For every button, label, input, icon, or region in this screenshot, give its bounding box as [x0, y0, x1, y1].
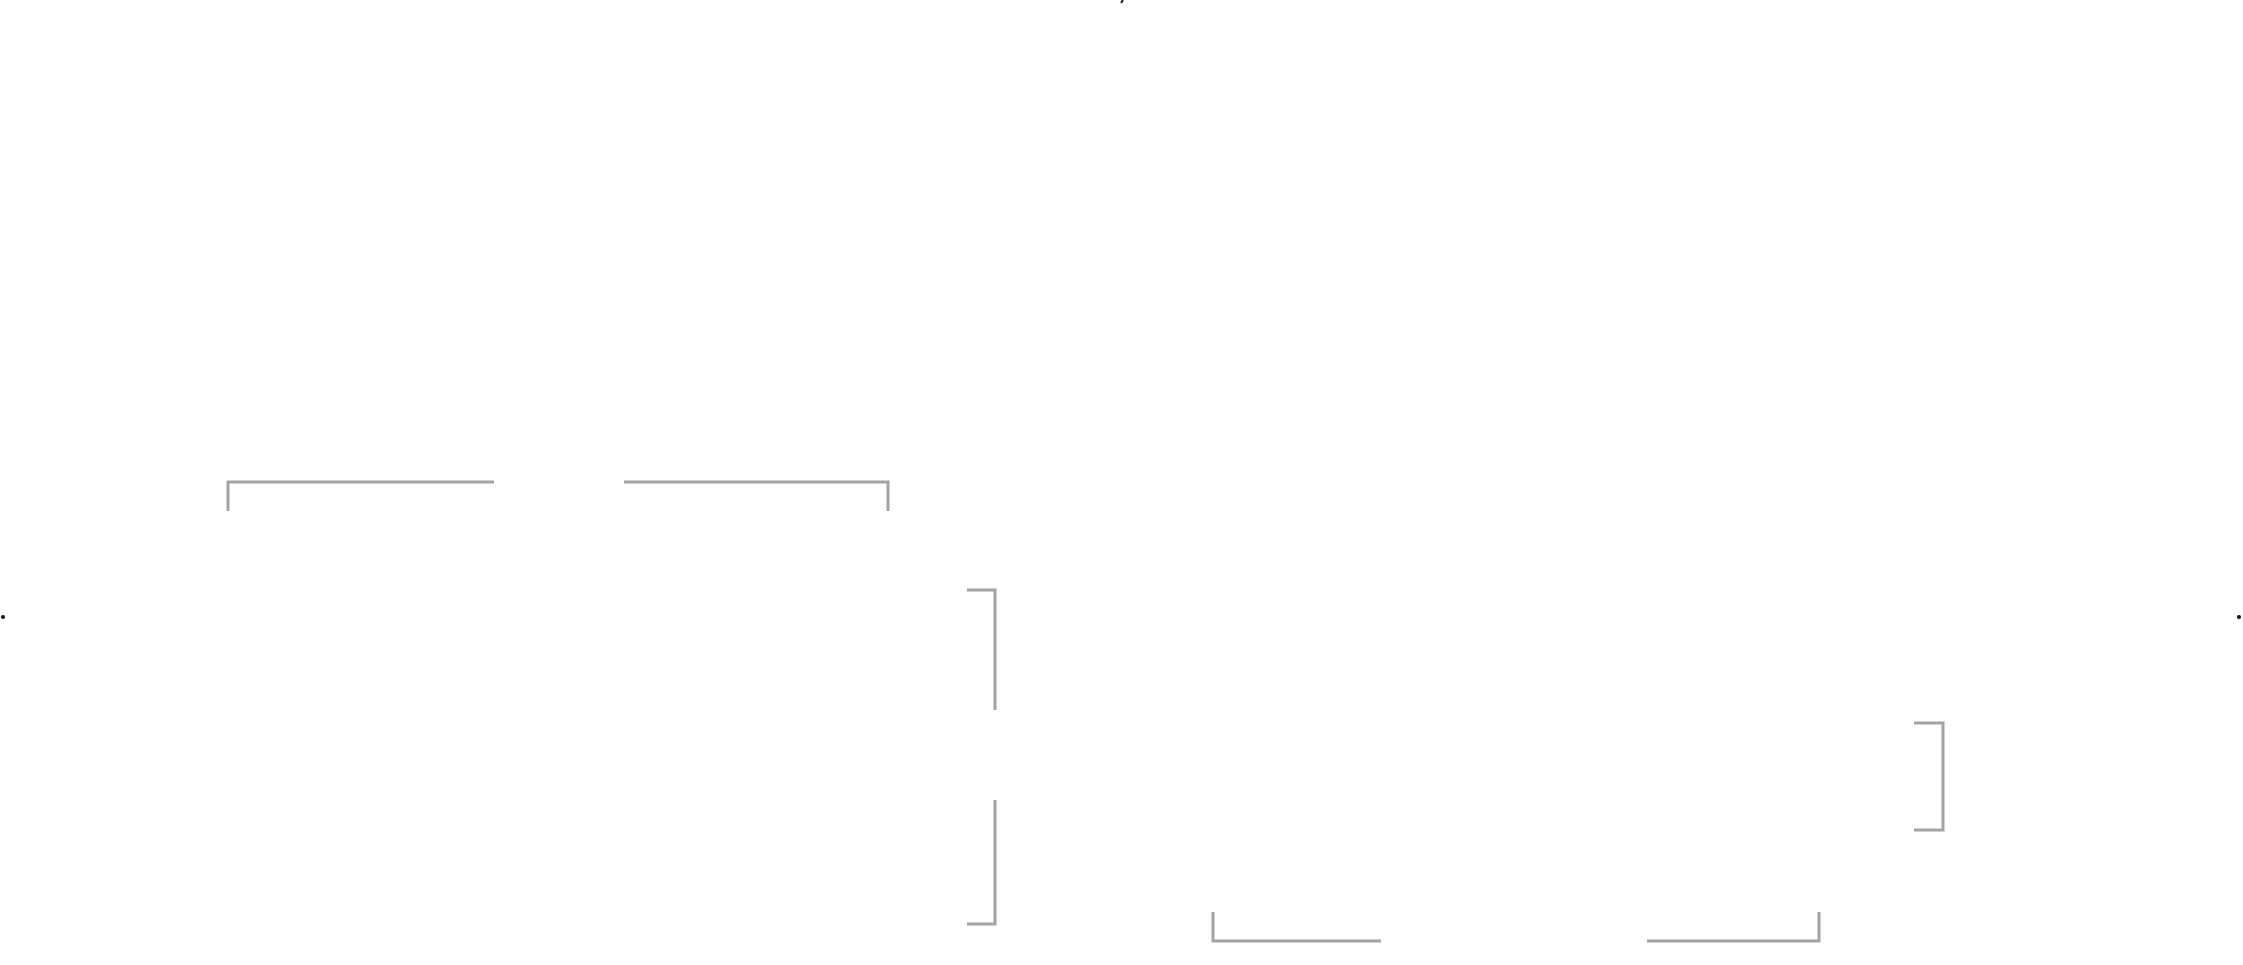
bottom-right-bracket: [1647, 912, 1821, 943]
top-right-bracket: [624, 480, 890, 511]
bottom-left-bracket: [1211, 912, 1381, 943]
far-right-bracket: [1914, 721, 1945, 832]
top-tick-marker: [1120, 0, 1124, 4]
left-edge-dot: [1, 615, 5, 619]
bracket-group: [226, 480, 1945, 943]
right-edge-dot: [2237, 615, 2241, 619]
marker-group: [1, 0, 2241, 619]
right-upper-bracket: [967, 588, 997, 710]
top-left-bracket: [226, 480, 494, 511]
right-lower-bracket: [967, 800, 997, 926]
